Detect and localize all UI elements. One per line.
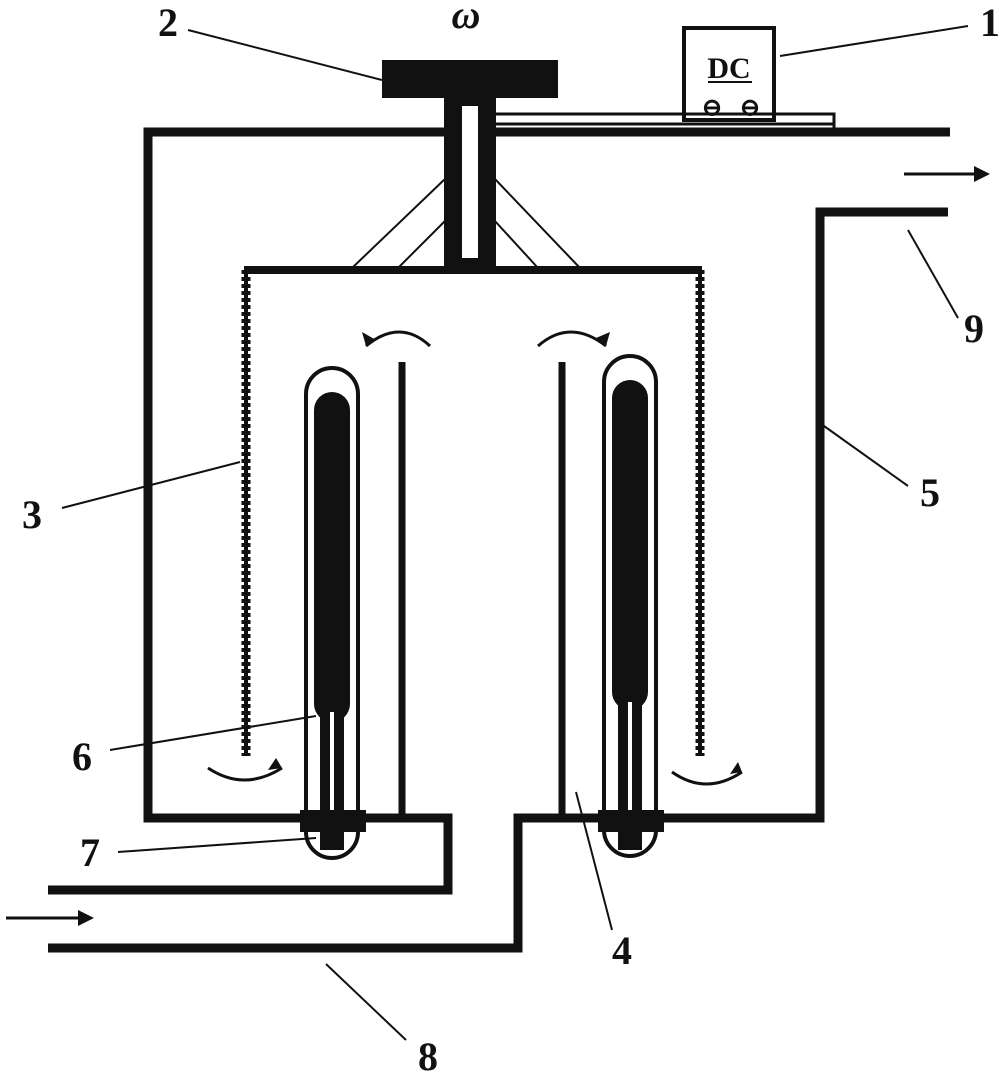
leader-lines [61, 25, 969, 1041]
rotation-omega: ω [452, 0, 481, 37]
inner-baffles [398, 362, 566, 818]
rotating-cylinder [241, 266, 705, 756]
callout-5: 5 [920, 470, 940, 515]
callout-2: 2 [158, 0, 178, 45]
electrode-right [598, 354, 664, 858]
rotation-arrow-bottom-left [207, 766, 283, 782]
rotation-arrow-bottom-right [671, 770, 743, 786]
callout-1: 1 [980, 0, 1000, 45]
callout-4: 4 [612, 928, 632, 973]
callout-6: 6 [72, 734, 92, 779]
arrow-heads [78, 166, 990, 926]
rotation-arrow-top-right [537, 330, 607, 348]
flow-arrows [6, 172, 984, 920]
callout-8: 8 [418, 1034, 438, 1079]
dc-power-supply: DC ⊖ ⊖ [496, 26, 836, 128]
dc-label: DC [707, 52, 750, 85]
rotation-arrow-top-left [365, 330, 432, 348]
outer-vessel [48, 127, 950, 953]
terminal-symbol-right: ⊖ [739, 93, 761, 122]
support-struts [351, 177, 581, 269]
callout-7: 7 [80, 830, 100, 875]
callout-9: 9 [964, 306, 984, 351]
motor [382, 60, 558, 270]
electrode-left [300, 366, 366, 860]
terminal-symbol-left: ⊖ [701, 93, 723, 122]
power-wire [496, 112, 836, 128]
callout-3: 3 [22, 492, 42, 537]
callout-numbers: 1 2 3 4 5 6 7 8 9 ω [22, 0, 1000, 1079]
